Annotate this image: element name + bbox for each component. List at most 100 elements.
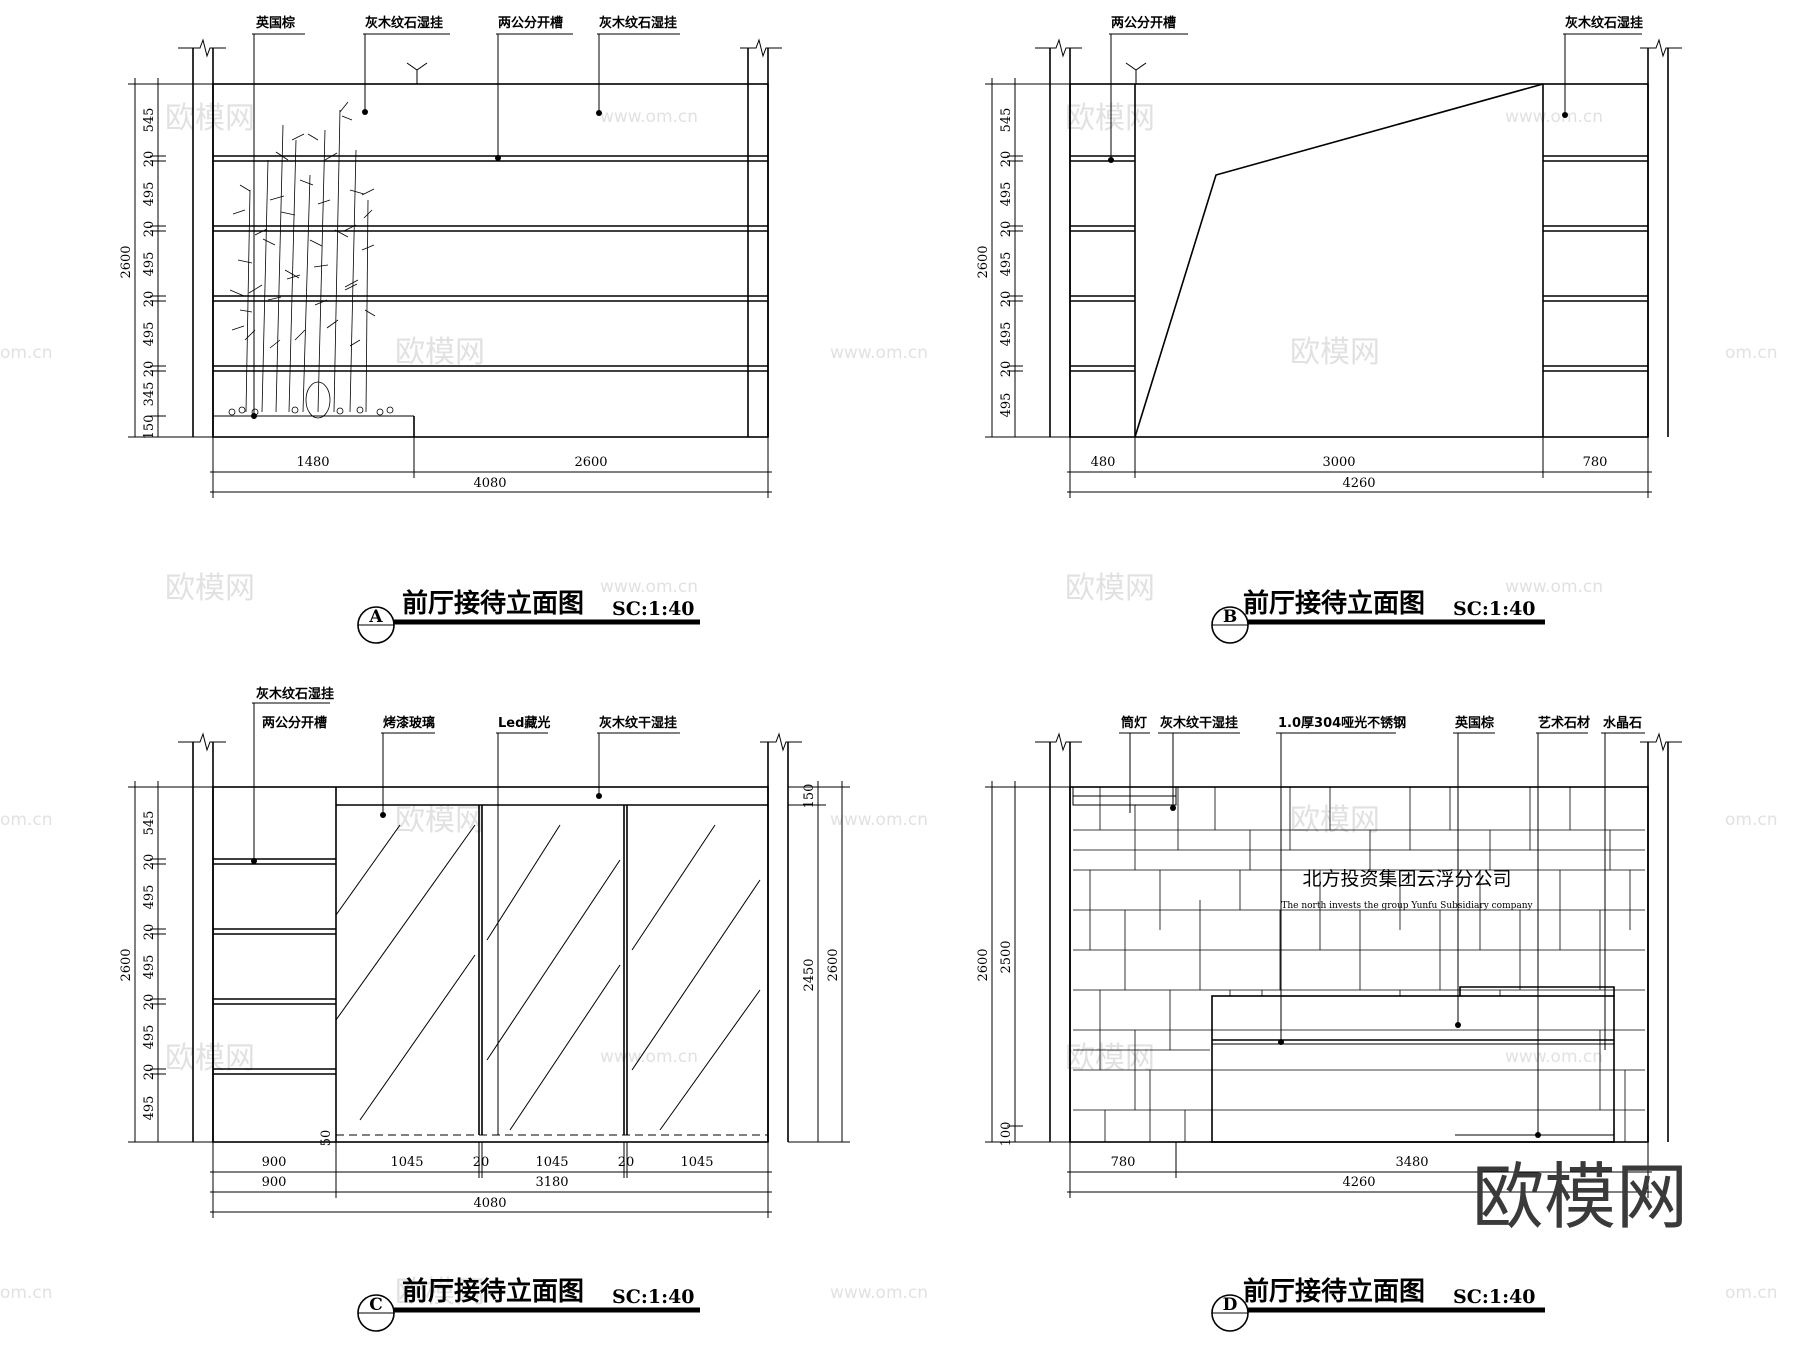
elevation-scale: SC:1:40 (1453, 598, 1536, 620)
leader-lines (251, 33, 680, 419)
label-led: Led藏光 (498, 715, 550, 731)
dim-vertical: 2500 (999, 940, 1014, 973)
dim-vertical: 20 (142, 361, 157, 378)
label-plant: 英国棕 (255, 15, 295, 31)
dim-vertical: 495 (999, 322, 1014, 347)
elevation-scale: SC:1:40 (612, 1286, 695, 1308)
watermark-brand: 欧模网 (165, 101, 255, 136)
label-downlight: 筒灯 (1121, 715, 1147, 731)
dim-vertical: 20 (142, 291, 157, 308)
dim-vertical: 100 (999, 1122, 1014, 1147)
company-name-en: The north invests the group Yunfu Subsid… (1281, 901, 1533, 911)
watermark-url: om.cn (0, 810, 53, 830)
dim-horizontal: 780 (1111, 1155, 1136, 1170)
dim-vertical: 20 (999, 361, 1014, 378)
watermark-url: www.om.cn (1505, 577, 1603, 597)
elevation-a: 英国棕 灰木纹石湿挂 两公分开槽 灰木纹石湿挂 545 20 495 20 49… (119, 15, 782, 644)
dim-horizontal: 3000 (1322, 455, 1355, 470)
dim-vertical: 345 (142, 382, 157, 407)
watermark-url: om.cn (0, 343, 53, 363)
leader-lines (1119, 732, 1645, 1138)
elevation-scale: SC:1:40 (1453, 1286, 1536, 1308)
watermark-url: om.cn (1725, 343, 1778, 363)
dim-total-vertical: 2600 (976, 948, 991, 981)
dim-vertical: 20 (142, 221, 157, 238)
watermark-brand: 欧模网 (1290, 335, 1380, 370)
dim-horizontal: 20 (473, 1155, 490, 1170)
dim-horizontal: 2600 (574, 455, 607, 470)
dim-vertical: 20 (142, 994, 157, 1011)
dim-vertical: 495 (999, 393, 1014, 418)
elevation-title: D 前厅接待立面图 SC:1:40 (1211, 1276, 1545, 1332)
groove-lines (1070, 155, 1648, 372)
watermark-brand: 欧模网 (1065, 1041, 1155, 1076)
label-stone: 灰木纹石湿挂 (599, 15, 677, 31)
watermark-url: www.om.cn (1505, 107, 1603, 127)
dim-horizontal: 900 (262, 1155, 287, 1170)
elevation-title-text: 前厅接待立面图 (402, 588, 584, 619)
elevation-title-text: 前厅接待立面图 (402, 1276, 584, 1307)
elevation-c: 灰木纹石湿挂 两公分开槽 烤漆玻璃 Led藏光 灰木纹干湿挂 545 20 49… (119, 686, 850, 1332)
dim-vertical: 20 (142, 924, 157, 941)
elevation-title: B 前厅接待立面图 SC:1:40 (1211, 588, 1545, 644)
watermark-url: www.om.cn (830, 1283, 928, 1303)
elevation-id: A (368, 607, 383, 627)
dim-total-vertical: 2600 (976, 245, 991, 278)
elevation-id: D (1223, 1295, 1238, 1315)
watermark-brand: 欧模网 (395, 803, 485, 838)
label-stone: 灰木纹干湿挂 (1160, 715, 1238, 731)
elevation-title: A 前厅接待立面图 SC:1:40 (357, 588, 700, 644)
dimension-right: 150 2450 2600 50 (319, 781, 850, 1146)
label-stone: 灰木纹石湿挂 (256, 686, 334, 702)
watermark-url: www.om.cn (600, 1047, 698, 1067)
elevation-title-text: 前厅接待立面图 (1243, 588, 1425, 619)
dim-horizontal: 1480 (296, 455, 329, 470)
watermark-url: www.om.cn (830, 810, 928, 830)
watermark-brand: 欧模网 (1065, 571, 1155, 606)
dim-total-horizontal: 4260 (1342, 1175, 1375, 1190)
watermark-url: om.cn (1725, 1283, 1778, 1303)
dim-right: 2600 (826, 948, 841, 981)
light-icon (1125, 62, 1147, 84)
brand-logo: 欧模网 (1472, 1155, 1688, 1239)
dim-vertical: 20 (142, 1064, 157, 1081)
label-stone: 灰木纹石湿挂 (365, 15, 443, 31)
dim-horizontal: 780 (1583, 455, 1608, 470)
elevation-title: C 前厅接待立面图 SC:1:40 (357, 1276, 700, 1332)
light-icon (406, 62, 428, 84)
watermark-brand: 欧模网 (395, 1275, 485, 1310)
watermark-brand: 欧模网 (165, 571, 255, 606)
bamboo-plant-icon (228, 101, 394, 419)
label-glass: 烤漆玻璃 (383, 715, 435, 731)
elevation-d: 北方投资集团云浮分公司 The north invests the group … (976, 715, 1682, 1332)
dim-horizontal: 900 (262, 1175, 287, 1190)
elevation-scale: SC:1:40 (612, 598, 695, 620)
dim-vertical: 495 (999, 182, 1014, 207)
dim-horizontal: 3180 (535, 1175, 568, 1190)
dim-small: 50 (319, 1130, 334, 1147)
dim-vertical: 20 (142, 151, 157, 168)
dim-vertical: 150 (142, 415, 157, 440)
dim-vertical: 545 (142, 811, 157, 836)
label-stone: 灰木纹石湿挂 (1565, 15, 1643, 31)
watermark-url: om.cn (1725, 810, 1778, 830)
company-name: 北方投资集团云浮分公司 (1302, 868, 1511, 890)
groove-lines (213, 155, 768, 372)
leader-lines (251, 702, 680, 1135)
dimension-horizontal: 1480 2600 4080 (210, 437, 772, 498)
watermark-layer: 欧模网 www.om.cn 欧模网 www.om.cn om.cn 欧模网 ww… (0, 101, 1778, 1310)
dim-vertical: 495 (142, 1025, 157, 1050)
dim-horizontal: 20 (618, 1155, 635, 1170)
dimension-vertical: 545 20 495 20 495 20 495 20 345 150 2600 (119, 78, 213, 439)
label-groove: 两公分开槽 (262, 715, 327, 731)
dim-horizontal: 1045 (680, 1155, 713, 1170)
dim-vertical: 495 (142, 252, 157, 277)
dim-vertical: 495 (142, 322, 157, 347)
label-crystal: 水晶石 (1603, 715, 1642, 731)
dim-vertical: 20 (999, 151, 1014, 168)
elevation-id: B (1223, 607, 1237, 627)
dim-horizontal: 3480 (1395, 1155, 1428, 1170)
dim-vertical: 20 (999, 221, 1014, 238)
watermark-brand: 欧模网 (1065, 101, 1155, 136)
label-steel: 1.0厚304哑光不锈钢 (1278, 715, 1406, 731)
